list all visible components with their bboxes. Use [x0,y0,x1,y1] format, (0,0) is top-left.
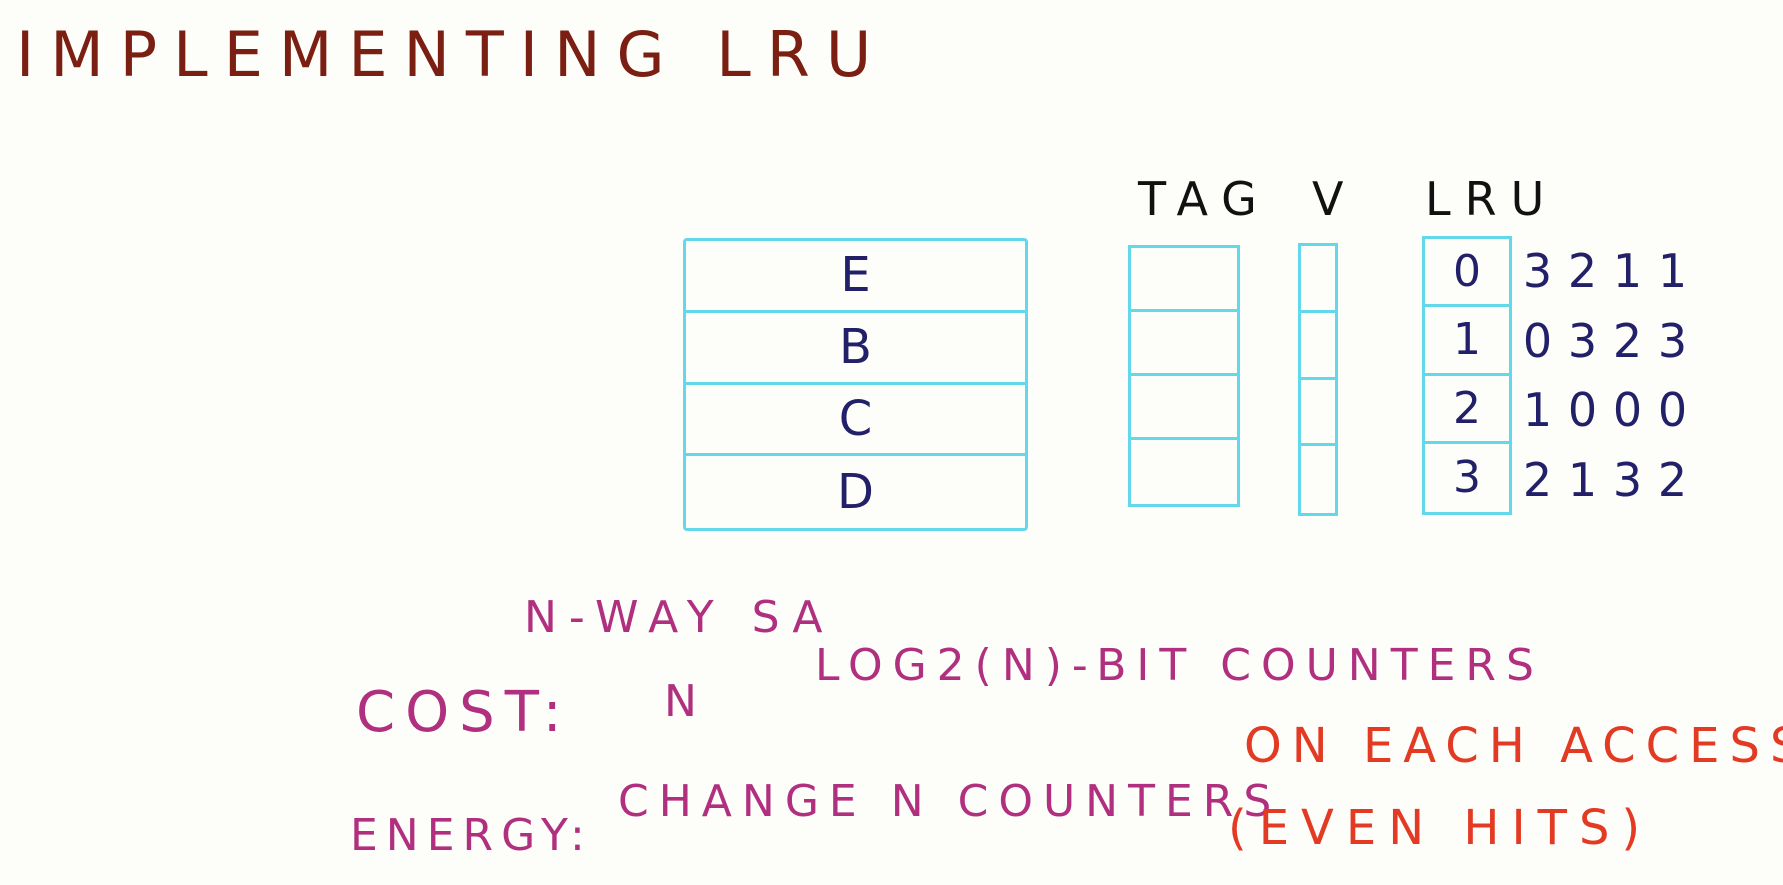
lru-header: LRU [1425,172,1559,226]
history-value: 3 [1567,313,1598,368]
valid-cell [1301,446,1335,513]
valid-header: V [1312,172,1358,226]
page-title: IMPLEMENTING LRU [16,18,888,91]
tag-cell [1131,312,1237,376]
data-block-2: C [686,385,1025,457]
valid-cell [1301,313,1335,380]
lru-counter-0: 0 [1425,239,1509,308]
cost-label: COST: [356,680,572,745]
history-value: 2 [1522,453,1553,508]
energy-label: ENERGY: [350,810,593,861]
energy-change: CHANGE N COUNTERS [618,776,1282,827]
valid-cell [1301,380,1335,447]
history-row-2: 1 0 0 0 [1515,376,1740,446]
energy-access: ON EACH ACCESS [1244,718,1783,774]
history-value: 1 [1567,453,1598,508]
history-row-1: 0 3 2 3 [1515,306,1740,376]
history-value: 1 [1612,243,1643,298]
history-value: 0 [1567,383,1598,438]
history-row-3: 2 1 3 2 [1515,445,1740,515]
data-block-3: D [837,464,874,521]
tag-cell [1131,440,1237,504]
history-value: 3 [1522,243,1553,298]
data-block-0: E [686,241,1025,313]
history-value: 0 [1657,383,1688,438]
history-value: 1 [1657,243,1688,298]
history-value: 3 [1612,453,1643,508]
lru-counter-2: 2 [1425,376,1509,444]
valid-cell [1301,246,1335,313]
tag-cell [1131,376,1237,440]
cost-counters: LOG2(N)-BIT COUNTERS [815,640,1544,691]
nway-note: N-WAY SA [524,592,835,643]
valid-bit-array [1298,243,1338,516]
history-value: 2 [1657,453,1688,508]
lru-counter-3: 3 [1453,452,1481,504]
history-value: 2 [1612,313,1643,368]
history-value: 3 [1657,313,1688,368]
cache-data-array: E B C D [683,238,1028,531]
history-value: 2 [1567,243,1598,298]
lru-counter-history: 3 2 1 1 0 3 2 3 1 0 0 0 2 1 3 2 [1515,236,1740,515]
history-value: 1 [1522,383,1553,438]
lru-counter-column: 0 1 2 3 [1422,236,1512,515]
tag-array [1128,245,1240,507]
data-block-1: B [686,313,1025,385]
tag-header: TAG [1138,172,1271,226]
history-row-0: 3 2 1 1 [1515,236,1740,306]
tag-cell [1131,248,1237,312]
history-value: 0 [1612,383,1643,438]
history-value: 0 [1522,313,1553,368]
energy-hits: (EVEN HITS) [1228,800,1653,856]
lru-counter-1: 1 [1425,307,1509,376]
cost-n: N [664,676,697,727]
